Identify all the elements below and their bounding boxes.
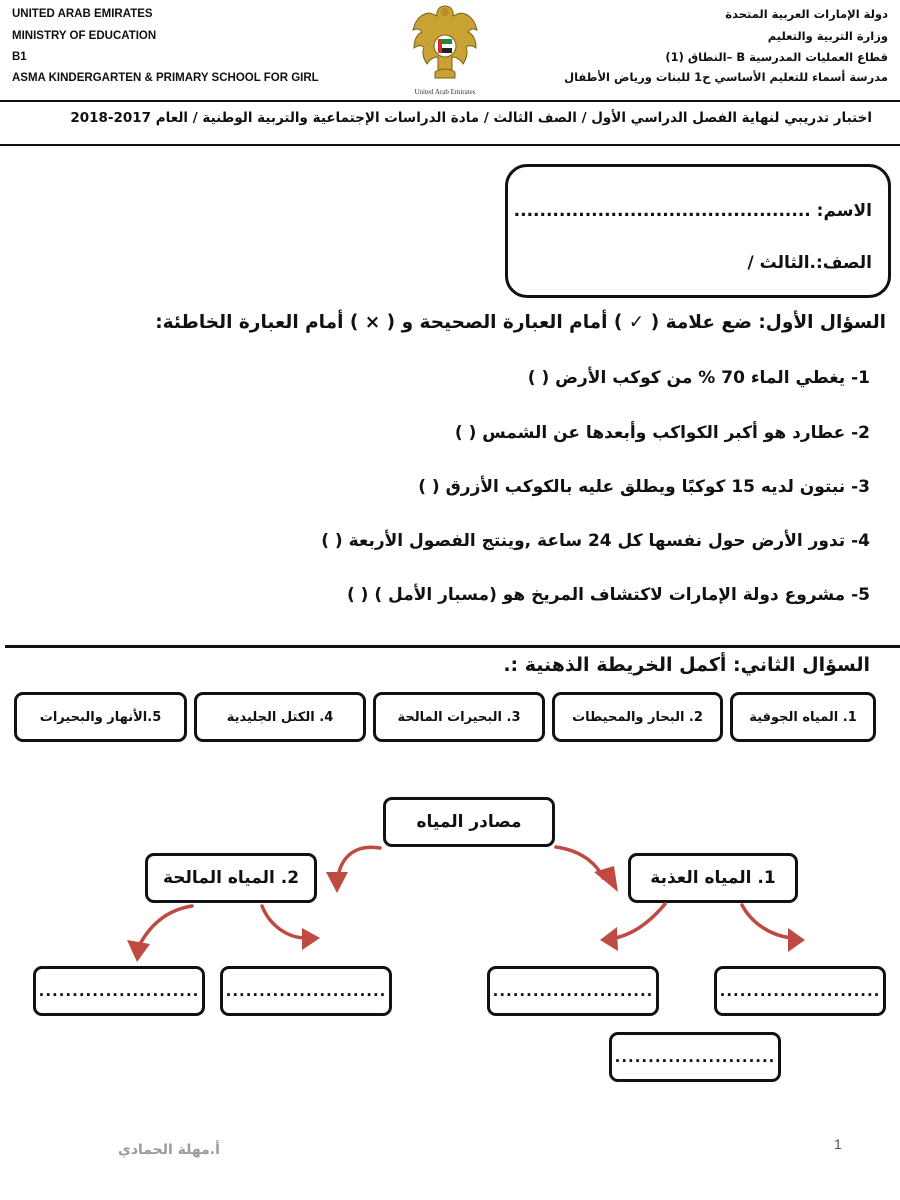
header-divider-bottom [0, 144, 900, 146]
question1-title: السؤال الأول: ضع علامة ( ✓ ) أمام العبار… [155, 312, 886, 333]
question1-item: 2- عطارد هو أكبر الكواكب وأبعدها عن الشم… [454, 423, 870, 443]
arrow-fresh-to-blank1-icon [600, 902, 667, 951]
arrow-root-to-salt-icon [326, 845, 382, 893]
uae-emblem: United Arab Emirates [405, 2, 485, 96]
header-divider-top [0, 100, 900, 102]
header-ar-school: مدرسة أسماء للتعليم الأساسي ح1 للبنات ور… [564, 70, 888, 84]
question1-item: 4- تدور الأرض حول نفسها كل 24 ساعة ,وينت… [321, 531, 870, 551]
header-en-school: ASMA KINDERGARTEN & PRIMARY SCHOOL FOR G… [12, 72, 319, 84]
mindmap-fresh-water: 1. المياه العذبة [628, 853, 798, 903]
section-divider [5, 645, 900, 648]
word-bank-item: 4. الكتل الجليدية [194, 692, 366, 742]
header-ar-ministry: وزارة التربية والتعليم [767, 29, 888, 43]
page-number: 1 [834, 1136, 842, 1152]
word-bank-item: 3. البحيرات المالحة [373, 692, 545, 742]
header-en-sector: B1 [12, 51, 27, 63]
question1-item: 1- يغطي الماء 70 % من كوكب الأرض ( ) [527, 368, 870, 388]
arrow-salt-to-blank2-icon [260, 904, 320, 950]
student-info-box: الاسم: .................................… [505, 164, 891, 298]
arrow-salt-to-blank1-icon [127, 904, 194, 962]
header-ar-sector: قطاع العمليات المدرسية B –النطاق (1) [665, 50, 888, 64]
mindmap-root: مصادر المياه [383, 797, 555, 847]
question1-item: 3- نبتون لديه 15 كوكبًا ويطلق عليه بالكو… [418, 477, 870, 497]
student-class-field[interactable]: الصف:.الثالث / [747, 253, 872, 273]
exam-title: اختبار تدريبي لنهاية الفصل الدراسي الأول… [70, 110, 872, 126]
mindmap-blank-salt-1[interactable]: ........................ [33, 966, 205, 1016]
teacher-name: أ.مهلة الحمادي [118, 1142, 220, 1158]
emblem-caption: United Arab Emirates [414, 88, 476, 96]
header-ar-country: دولة الإمارات العربية المتحدة [725, 7, 888, 21]
arrow-fresh-to-blank2-icon [740, 903, 805, 952]
falcon-emblem-icon [412, 5, 478, 79]
mindmap-blank-fresh-2[interactable]: ........................ [714, 966, 886, 1016]
word-bank-item: 5.الأنهار والبحيرات [14, 692, 187, 742]
arrow-root-to-fresh-icon [554, 845, 618, 892]
mindmap-salt-water: 2. المياه المالحة [145, 853, 317, 903]
header-en-country: UNITED ARAB EMIRATES [12, 8, 153, 20]
mindmap-blank-salt-2[interactable]: ........................ [220, 966, 392, 1016]
header-en-ministry: MINISTRY OF EDUCATION [12, 30, 157, 42]
word-bank-item: 2. البحار والمحيطات [552, 692, 723, 742]
mindmap-blank-fresh-3[interactable]: ........................ [609, 1032, 781, 1082]
student-name-field[interactable]: الاسم: .................................… [513, 201, 872, 221]
mindmap-blank-fresh-1[interactable]: ........................ [487, 966, 659, 1016]
question1-item: 5- مشروع دولة الإمارات لاكتشاف المريخ هو… [346, 585, 870, 605]
word-bank-item: 1. المياه الجوفية [730, 692, 876, 742]
question2-title: السؤال الثاني: أكمل الخريطة الذهنية :. [503, 654, 870, 676]
